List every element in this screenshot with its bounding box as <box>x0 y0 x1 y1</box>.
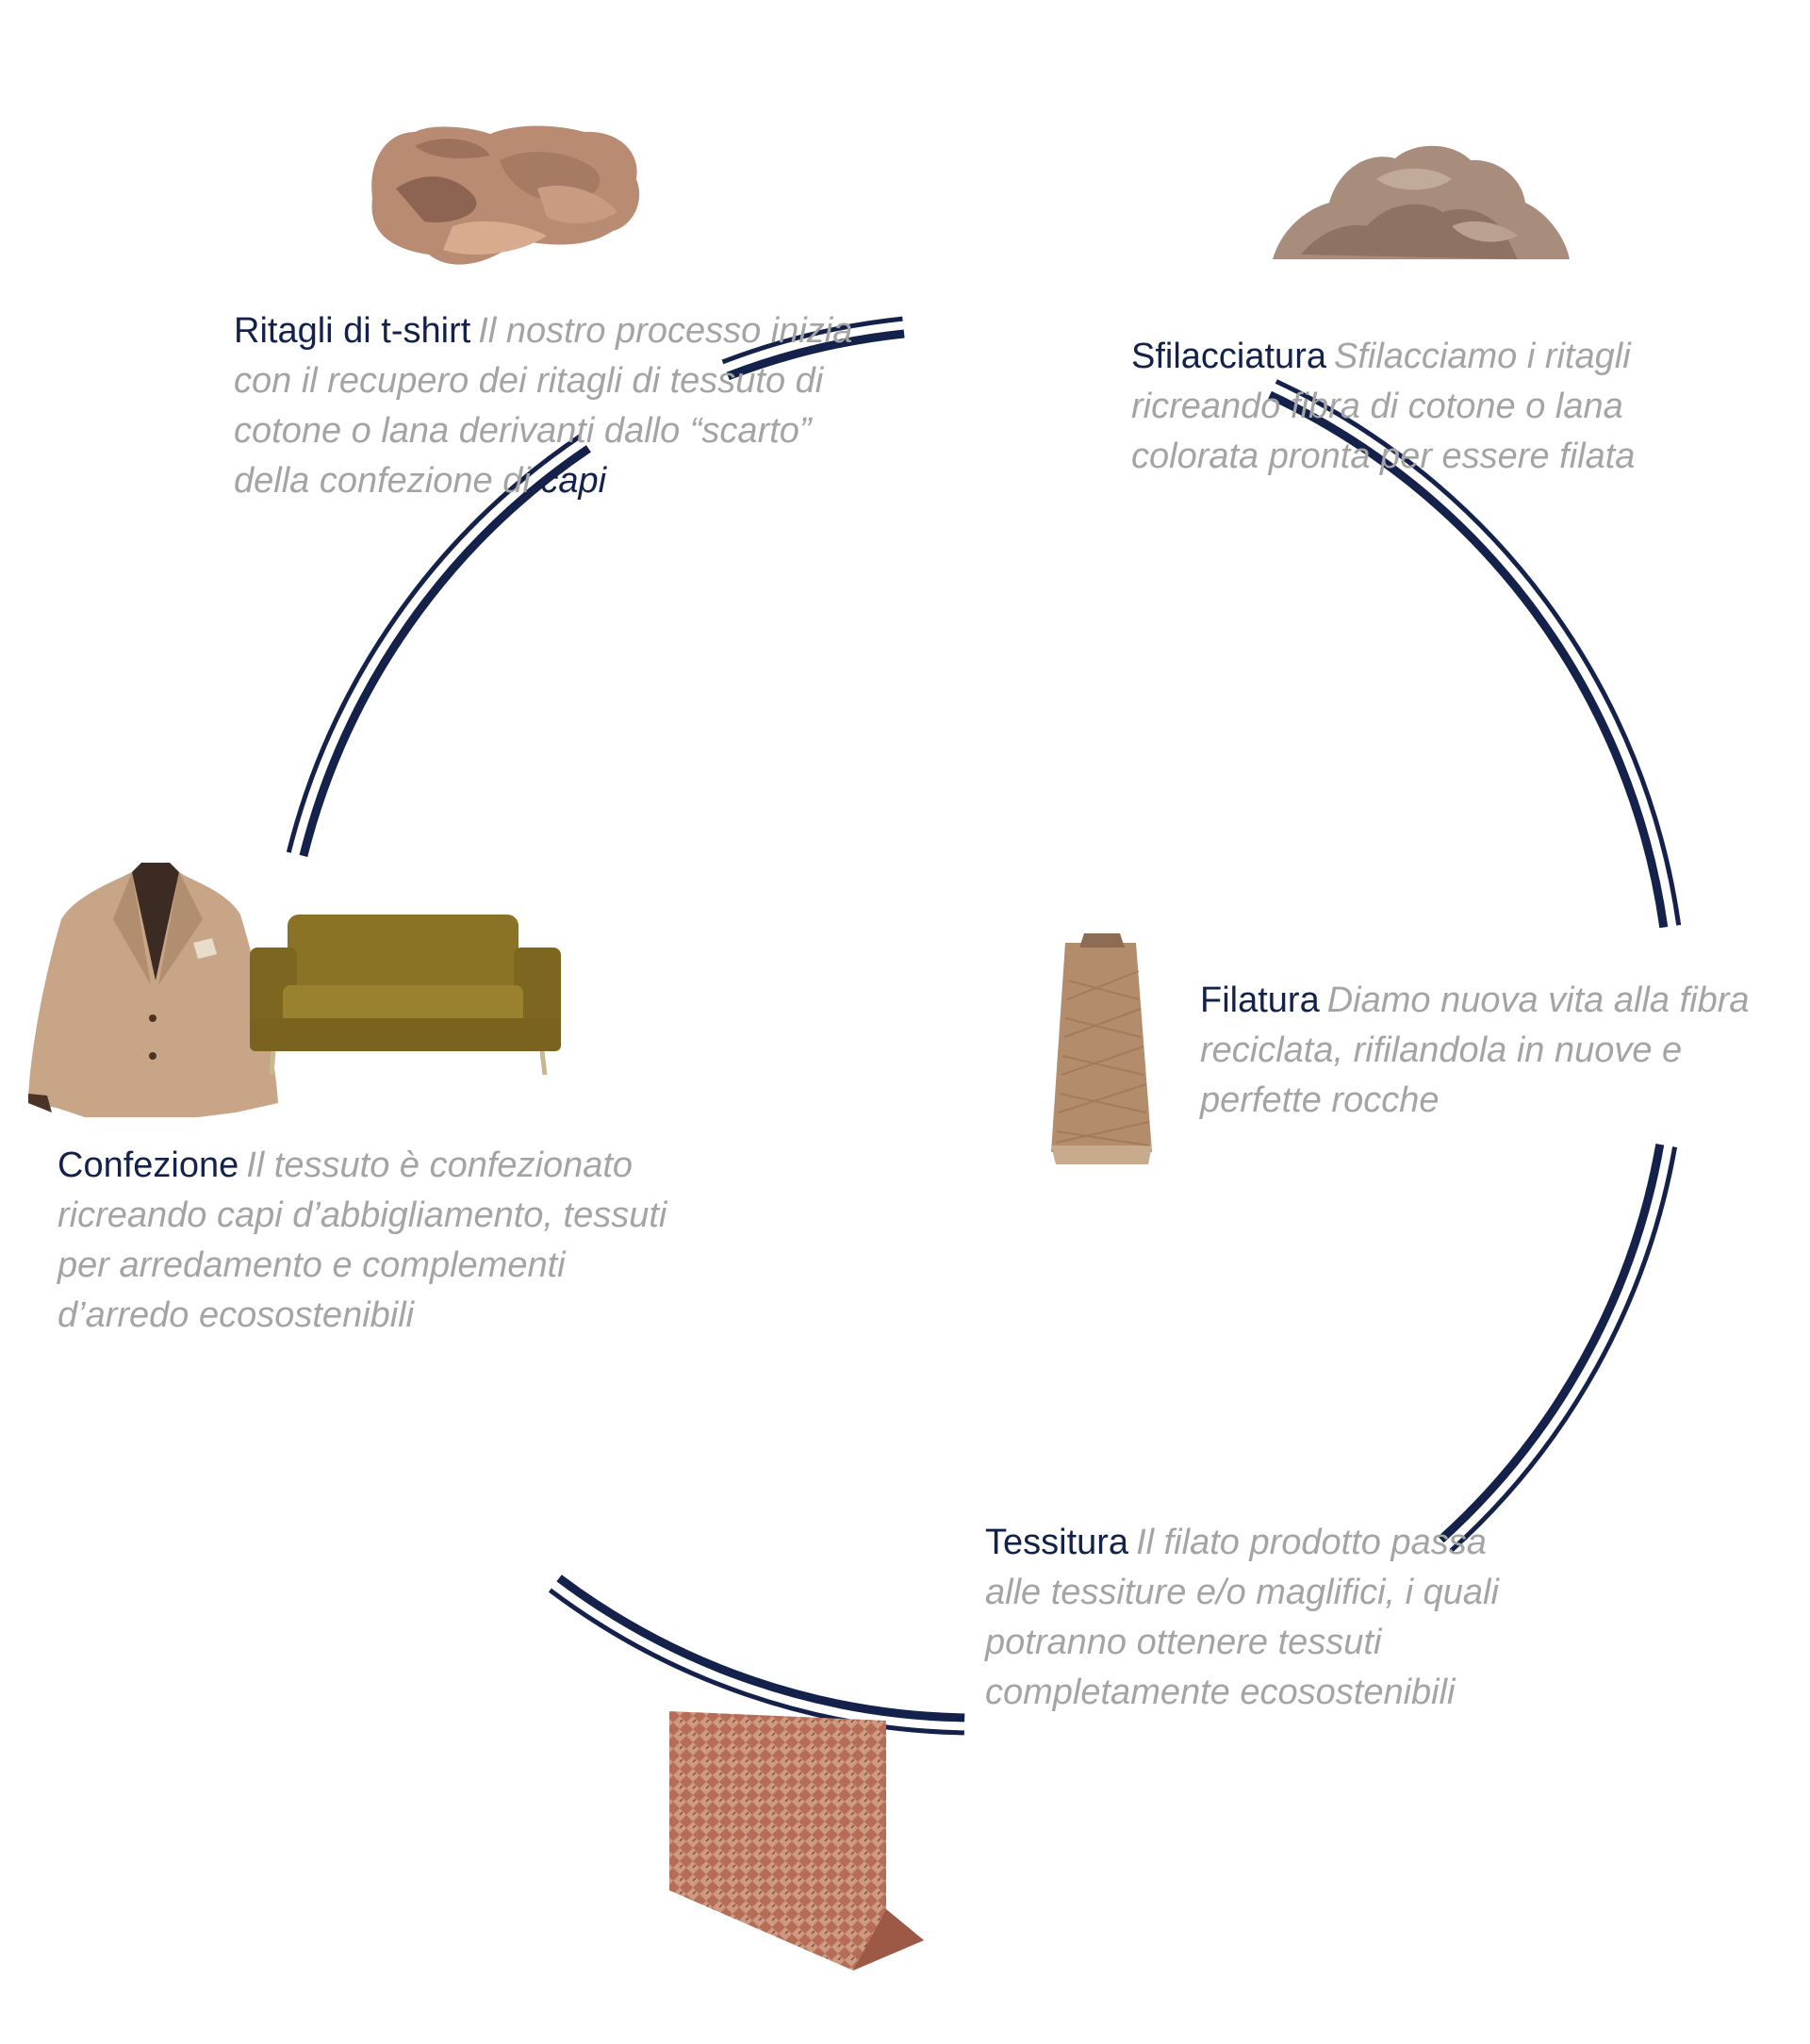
woven-fabric-image <box>669 1711 924 1970</box>
yarn-cone-image <box>1051 933 1152 1164</box>
arc-right-lower-inner-line <box>1438 1144 1665 1543</box>
arc-right-upper-outer-line <box>1275 379 1682 926</box>
step-filatura-description: Diamo nuova vita alla fibra reciclata, r… <box>1200 981 1750 1120</box>
step-filatura-title: Filatura <box>1200 981 1320 1020</box>
arc-bottom-left-outer-line <box>548 1588 964 1736</box>
step-ritagli-description: Il nostro processo inizia con il recuper… <box>234 311 853 501</box>
step-sfilacciatura-description: Sfilacciamo i ritagli ricreando fibra di… <box>1131 337 1636 476</box>
sofa-image <box>250 915 561 1076</box>
cycle-ring <box>286 316 1682 1736</box>
arc-left-inner-line <box>299 445 591 857</box>
step-tessitura-description: Il filato prodotto passa alle tessiture … <box>985 1523 1499 1712</box>
arc-bottom-left-inner-line <box>556 1574 965 1723</box>
arc-right-lower-outer-line <box>1449 1146 1678 1553</box>
arc-left-outer-line <box>286 434 582 853</box>
fiber-pile-image <box>1273 145 1570 259</box>
arc-top-outer-line <box>721 316 903 365</box>
step-tessitura-title: Tessitura <box>985 1523 1129 1562</box>
step-confezione-description: Il tessuto è confezionato ricreando capi… <box>58 1146 667 1335</box>
arc-right-upper-inner-line <box>1268 390 1669 929</box>
jacket-image <box>28 863 278 1117</box>
step-confezione-title: Confezione <box>58 1146 239 1185</box>
step-ritagli-description-tail: capi <box>540 461 607 501</box>
step-ritagli-title: Ritagli di t-shirt <box>234 311 471 351</box>
arc-top-inner-line <box>726 329 905 381</box>
step-sfilacciatura-title: Sfilacciatura <box>1131 337 1326 376</box>
fabric-scraps-image <box>371 125 640 265</box>
